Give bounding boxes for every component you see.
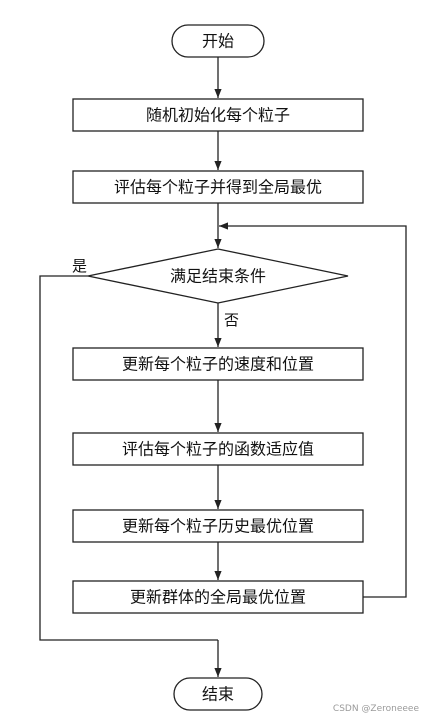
- loop-back-path: [219, 222, 407, 598]
- yes-path: [39, 275, 218, 641]
- init-label: 随机初始化每个粒子: [146, 106, 290, 125]
- end-terminal: 结束: [173, 677, 263, 711]
- update-global-best-process: 更新群体的全局最优位置: [72, 580, 364, 614]
- condition-decision: 满足结束条件: [87, 248, 349, 304]
- condition-label: 满足结束条件: [170, 267, 266, 286]
- end-label: 结束: [202, 685, 234, 704]
- update-personal-best-label: 更新每个粒子历史最优位置: [122, 517, 314, 536]
- yes-label: 是: [72, 257, 87, 275]
- start-terminal: 开始: [171, 24, 265, 58]
- update-global-best-label: 更新群体的全局最优位置: [130, 588, 306, 607]
- no-label: 否: [224, 311, 239, 329]
- update-velocity-process: 更新每个粒子的速度和位置: [72, 347, 364, 381]
- evaluate-global-process: 评估每个粒子并得到全局最优: [72, 170, 364, 204]
- evaluate-global-label: 评估每个粒子并得到全局最优: [114, 178, 322, 197]
- init-process: 随机初始化每个粒子: [72, 98, 364, 132]
- update-velocity-label: 更新每个粒子的速度和位置: [122, 355, 314, 374]
- evaluate-fitness-process: 评估每个粒子的函数适应值: [72, 432, 364, 466]
- start-label: 开始: [202, 32, 234, 51]
- watermark: CSDN @Zeroneeee: [333, 704, 420, 714]
- update-personal-best-process: 更新每个粒子历史最优位置: [72, 509, 364, 543]
- evaluate-fitness-label: 评估每个粒子的函数适应值: [122, 440, 314, 459]
